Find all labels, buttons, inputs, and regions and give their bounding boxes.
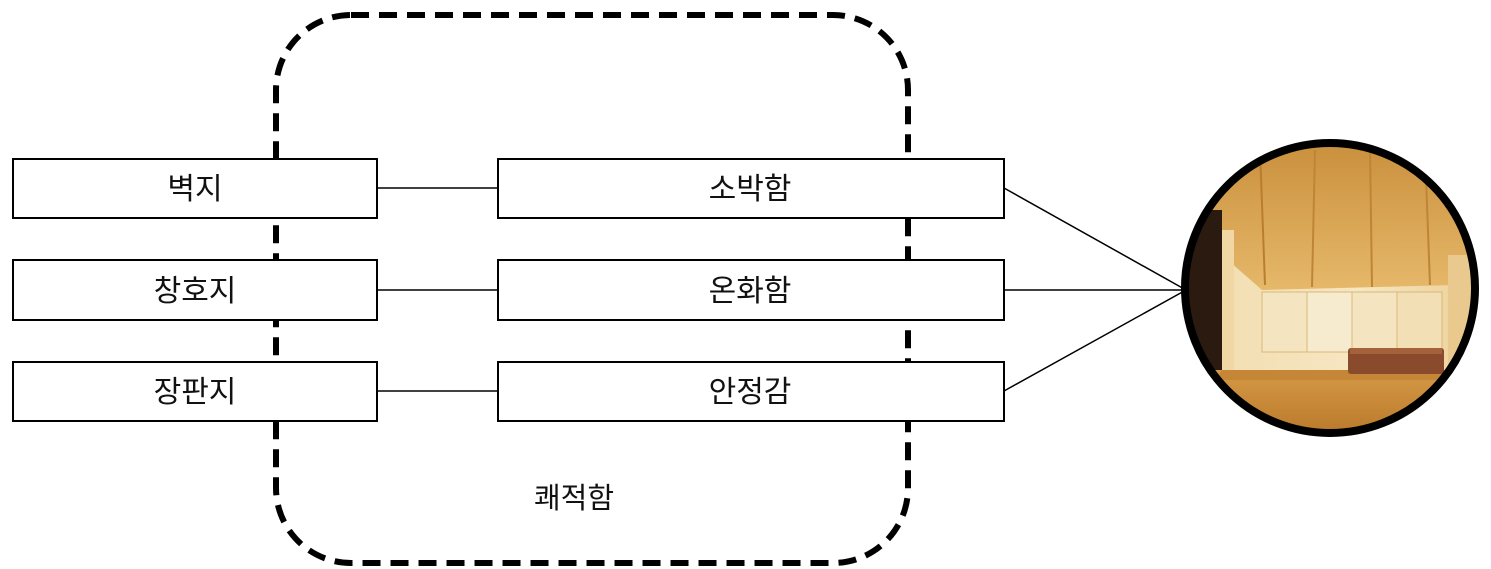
group-label: 쾌적함 (534, 481, 614, 515)
quality-label: 안정감 (709, 375, 792, 410)
material-box: 창호지 (12, 259, 378, 321)
material-box: 벽지 (12, 158, 378, 219)
quality-label: 소박함 (709, 172, 792, 207)
material-box: 장판지 (12, 361, 378, 422)
quality-box: 소박함 (497, 158, 1005, 219)
room-photo-frame (1181, 139, 1479, 437)
quality-box: 안정감 (497, 361, 1005, 422)
material-label: 벽지 (167, 172, 222, 207)
connector-photo-3 (1003, 289, 1187, 392)
material-label: 장판지 (154, 375, 237, 410)
quality-box: 온화함 (497, 259, 1005, 321)
quality-label: 온화함 (709, 274, 792, 309)
room-photo (1185, 143, 1475, 433)
material-label: 창호지 (154, 274, 237, 309)
connector-photo-1 (1003, 187, 1187, 291)
